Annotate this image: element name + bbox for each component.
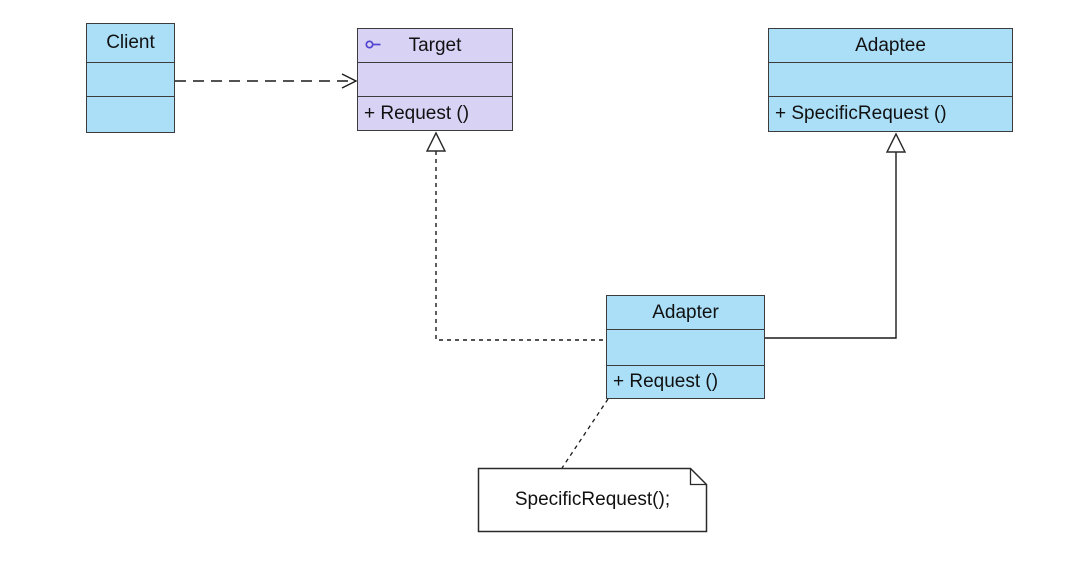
generalization-adapter-to-adaptee xyxy=(765,132,907,339)
class-name-client: Client xyxy=(87,24,174,63)
realization-adapter-to-target xyxy=(425,131,605,341)
dependency-client-to-target xyxy=(175,73,358,89)
operations-compartment-adapter: + Request () xyxy=(613,371,719,392)
class-box-adaptee: Adaptee + SpecificRequest () xyxy=(768,28,1013,132)
note-anchor-adapter xyxy=(561,398,609,469)
attributes-compartment-target xyxy=(358,63,512,97)
open-arrowhead-icon xyxy=(341,73,358,89)
interface-lollipop-icon xyxy=(365,40,381,49)
class-box-adapter: Adapter + Request () xyxy=(606,295,765,399)
class-name-target: Target xyxy=(408,34,462,56)
attributes-compartment-adapter xyxy=(607,330,764,366)
operations-compartment-adaptee: + SpecificRequest () xyxy=(775,103,947,124)
attributes-compartment-adaptee xyxy=(769,63,1012,97)
hollow-triangle-icon xyxy=(885,132,907,153)
note-shape xyxy=(477,467,708,533)
note-fold-icon xyxy=(689,468,707,486)
hollow-triangle-icon xyxy=(425,131,447,152)
class-title-target: Target xyxy=(358,29,512,63)
class-name-adapter: Adapter xyxy=(607,296,764,330)
class-box-target: Target + Request () xyxy=(357,28,513,131)
note-text: SpecificRequest(); xyxy=(514,489,671,510)
class-name-adaptee: Adaptee xyxy=(769,29,1012,63)
operations-compartment-target: + Request () xyxy=(364,102,470,124)
attributes-compartment-client xyxy=(87,63,174,97)
operations-compartment-client xyxy=(87,97,174,132)
class-box-client: Client xyxy=(86,23,175,133)
